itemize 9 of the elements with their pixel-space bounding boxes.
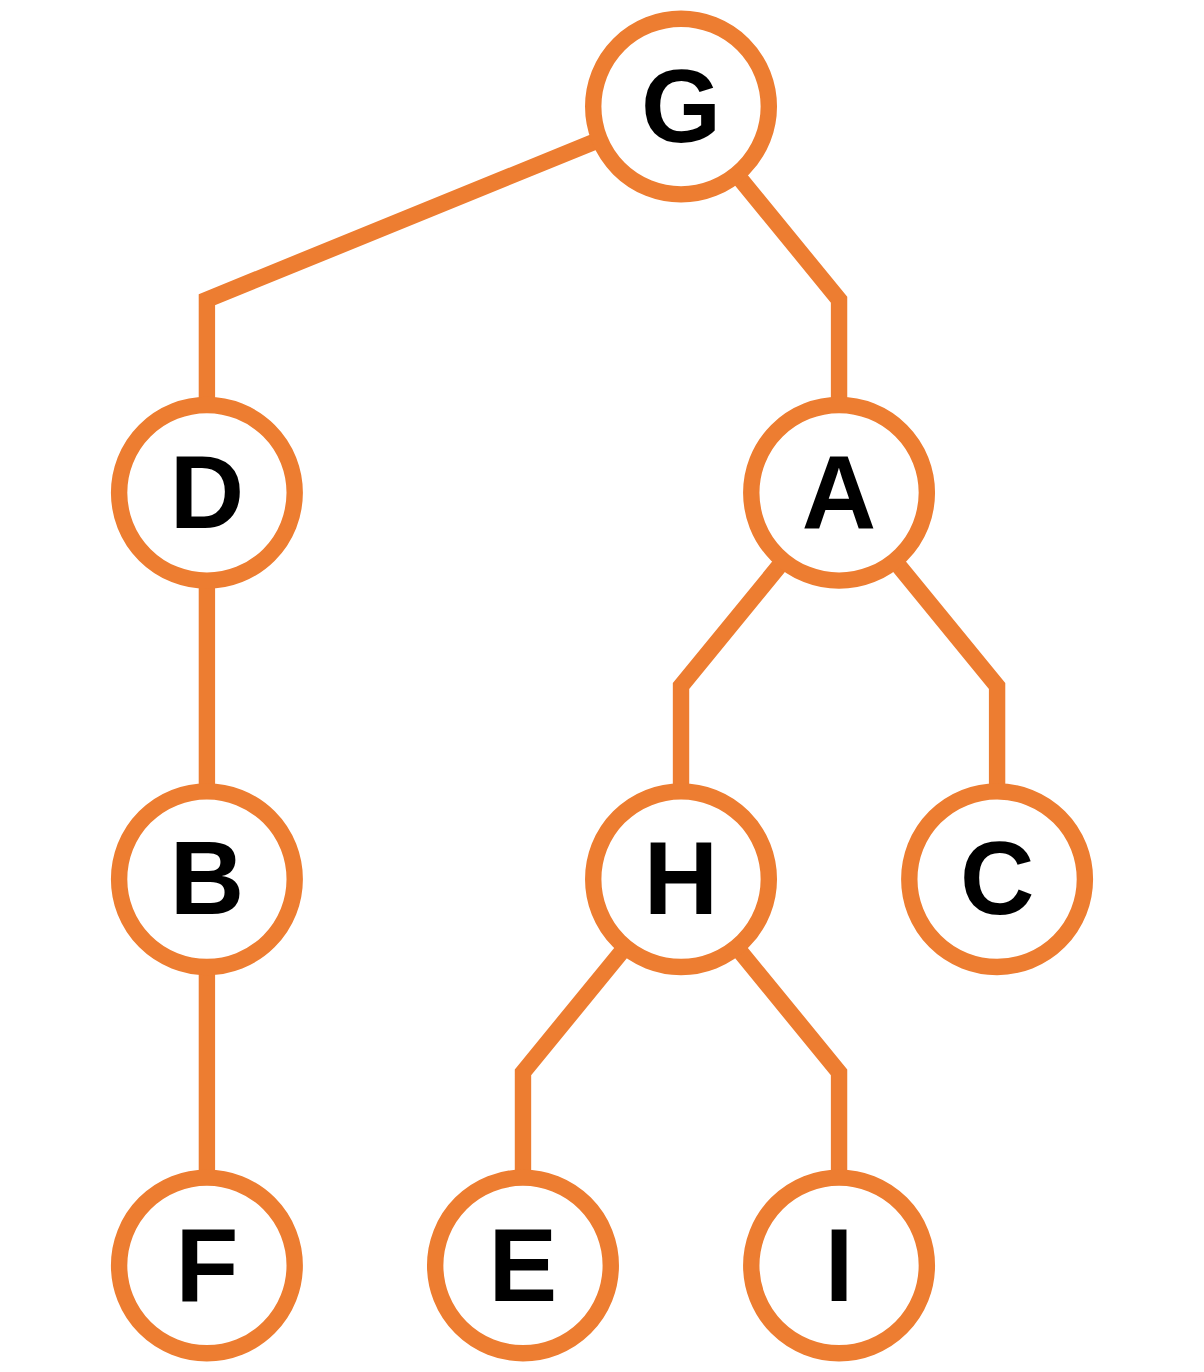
node-circle: H — [585, 783, 777, 976]
node-circle: F — [110, 1169, 303, 1362]
node-circle: I — [743, 1169, 936, 1362]
node-circle: G — [585, 10, 777, 203]
node-circle: A — [743, 396, 936, 589]
node-circle: E — [427, 1169, 619, 1362]
node-circle: B — [110, 783, 303, 976]
node-circle: D — [110, 396, 303, 589]
node-circle: C — [901, 783, 1094, 976]
